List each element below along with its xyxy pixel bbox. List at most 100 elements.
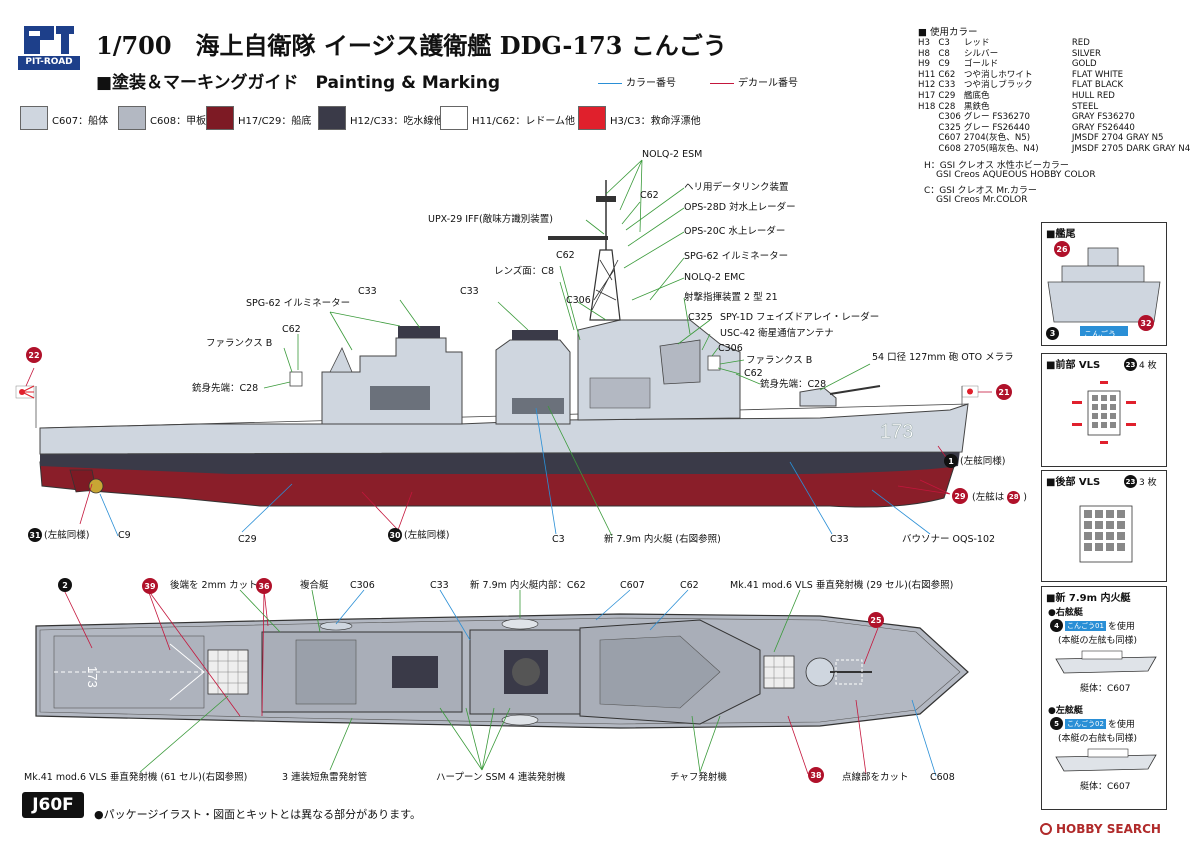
decal-badge-25: 25 <box>868 612 884 628</box>
color-table-cell: RED <box>1071 38 1090 48</box>
color-table-cell: C62 <box>938 69 956 80</box>
swatch-radome <box>440 106 468 130</box>
color-table-cell: C8 <box>938 48 950 59</box>
kit-code-badge: J60F <box>22 792 84 818</box>
deck-number: 173 <box>85 666 100 688</box>
label-upx29: UPX-29 IFF(敵味方識別装置) <box>428 214 553 225</box>
swatch-waterline <box>318 106 346 130</box>
stern-name-plate: こんごう <box>1084 330 1116 339</box>
label-lens: レンズ面：C8 <box>494 266 554 277</box>
boat-port-hull: 艇体：C607 <box>1080 782 1131 792</box>
label-c325: C325 <box>688 312 713 323</box>
label-fcs: 射撃指揮装置 2 型 21 <box>684 292 778 303</box>
boat-starboard-hull: 艇体：C607 <box>1080 684 1131 694</box>
color-table-cell: C3 <box>938 38 950 48</box>
label-sonar: バウソナー OQS-102 <box>902 534 996 545</box>
decal-badge-21: 21 <box>996 384 1012 400</box>
label-c306-b: C306 <box>718 343 743 354</box>
panel-stern: ■艦尾 26 3 32 こんごう <box>1041 222 1167 346</box>
swatch-hull <box>20 106 48 130</box>
swatch-lifebuoy-label: H3/C3：救命浮漂他 <box>610 116 701 127</box>
color-note-h-en: GSI Creos AQUEOUS HOBBY COLOR <box>936 170 1096 180</box>
footer-note: ●パッケージイラスト・図面とキットとは異なる部分があります。 <box>94 808 422 821</box>
decal-badge-31: 31 <box>28 528 42 542</box>
label-spg62-b: SPG-62 イルミネーター <box>246 298 351 309</box>
legend-decal-number: デカール番号 <box>710 74 798 89</box>
label-same-port-31: (左舷同様) <box>44 530 90 541</box>
color-table-cell: シルバー <box>963 48 999 59</box>
decal-badge-38: 38 <box>808 767 824 783</box>
label-c306-a: C306 <box>566 295 591 306</box>
panel-vls-fwd-title: ■前部 VLS <box>1046 360 1101 371</box>
decal-badge-1: 1 <box>944 454 958 468</box>
color-note-c-en: GSI Creos Mr.COLOR <box>936 195 1028 205</box>
swatch-lifebuoy <box>578 106 606 130</box>
label-ops28d: OPS-28D 対水上レーダー <box>684 202 796 213</box>
label-c29: C29 <box>238 534 257 545</box>
vls-aft-count: 23 3 枚 <box>1124 475 1157 488</box>
label-c62-b: C62 <box>556 250 575 261</box>
label-chaff: チャフ発射機 <box>670 772 727 783</box>
legend-color-number: カラー番号 <box>598 74 676 89</box>
label-c3: C3 <box>552 534 565 545</box>
swatch-bottom <box>206 106 234 130</box>
label-c9: C9 <box>118 530 131 541</box>
color-table-cell: GRAY FS26440 <box>1071 122 1135 133</box>
label-nolq2-emc: NOLQ-2 EMC <box>684 272 745 283</box>
color-table-cell: 2704(灰色、N5) <box>963 133 1031 144</box>
panel-vls-fwd: ■前部 VLS 23 4 枚 <box>1041 353 1167 467</box>
color-table-cell: C325 <box>938 122 961 133</box>
swatch-radome-label: H11/C62：レドーム他 <box>472 116 576 127</box>
label-cut-2mm: 後端を 2mm カット <box>170 580 258 591</box>
color-table-cell: C607 <box>938 133 961 144</box>
decal-badge-4: 4 <box>1050 619 1063 632</box>
color-table-cell: C33 <box>938 80 956 91</box>
color-table-cell: H3 <box>918 38 930 48</box>
color-table-cell: グレー FS36270 <box>963 112 1030 123</box>
color-table-cell <box>918 123 938 134</box>
label-port-28: (左舷は 28 ) <box>972 491 1027 504</box>
label-barrel-b: 銃身先端：C28 <box>760 379 827 390</box>
top-view-drawing: 173 <box>35 589 969 777</box>
label-mk41-aft: Mk.41 mod.6 VLS 垂直発射機 (61 セル)(右図参照) <box>24 772 248 783</box>
swatch-bottom-label: H17/C29：船底 <box>238 116 312 127</box>
color-table-cell: H11 <box>918 69 936 80</box>
decal-badge-23-aft: 23 <box>1124 475 1137 488</box>
color-table-cell: レッド <box>963 38 990 48</box>
decal-badge-3: 3 <box>1046 327 1059 340</box>
page-subtitle: ■塗装＆マーキングガイド Painting & Marking <box>96 73 501 93</box>
decal-badge-28: 28 <box>1007 491 1021 504</box>
label-top-c62: C62 <box>680 580 699 591</box>
color-table-cell: C608 <box>938 143 961 154</box>
panel-vls-aft-title: ■後部 VLS <box>1046 477 1101 488</box>
color-table-cell: C306 <box>938 112 961 123</box>
label-phalanx-b: ファランクス B <box>746 355 813 366</box>
vls-fwd-count: 23 4 枚 <box>1124 358 1157 371</box>
label-c62-c: C62 <box>282 324 301 335</box>
label-combined-boat: 複合艇 <box>300 580 329 591</box>
color-table-row: H3 C3 レッド RED <box>918 38 1193 49</box>
label-usc42: USC-42 衛星通信アンテナ <box>720 328 834 339</box>
page-title: 1/700 海上自衛隊 イージス護衛艦 DDG-173 こんごう <box>96 31 727 60</box>
color-table-cell: つや消しホワイト <box>963 69 1033 80</box>
color-table-cell: H8 <box>918 48 930 59</box>
panel-new-boat: ■新 7.9m 内火艇 ●右舷艇 4 こんごう01 を使用 (本艇の左舷も同様)… <box>1041 586 1167 810</box>
boat-plate-2: こんごう02 <box>1065 718 1106 729</box>
label-new-boat: 新 7.9m 内火艇 (右図参照) <box>604 534 721 545</box>
color-table-cell: H9 <box>918 59 930 70</box>
label-c62-a: C62 <box>640 190 659 201</box>
label-spg62-a: SPG-62 イルミネーター <box>684 251 789 262</box>
decal-badge-5: 5 <box>1050 717 1063 730</box>
boat-port-note: (本艇の右舷も同様) <box>1058 734 1138 744</box>
label-c33-c: C33 <box>830 534 849 545</box>
color-table-cell: JMSDF 2704 GRAY N5 <box>1071 133 1164 144</box>
boat-starboard-use: 4 こんごう01 を使用 <box>1050 619 1135 632</box>
color-table-cell: C28 <box>938 101 956 112</box>
boat-starboard-heading: ●右舷艇 <box>1048 608 1083 618</box>
label-same-port-30: (左舷同様) <box>404 530 450 541</box>
